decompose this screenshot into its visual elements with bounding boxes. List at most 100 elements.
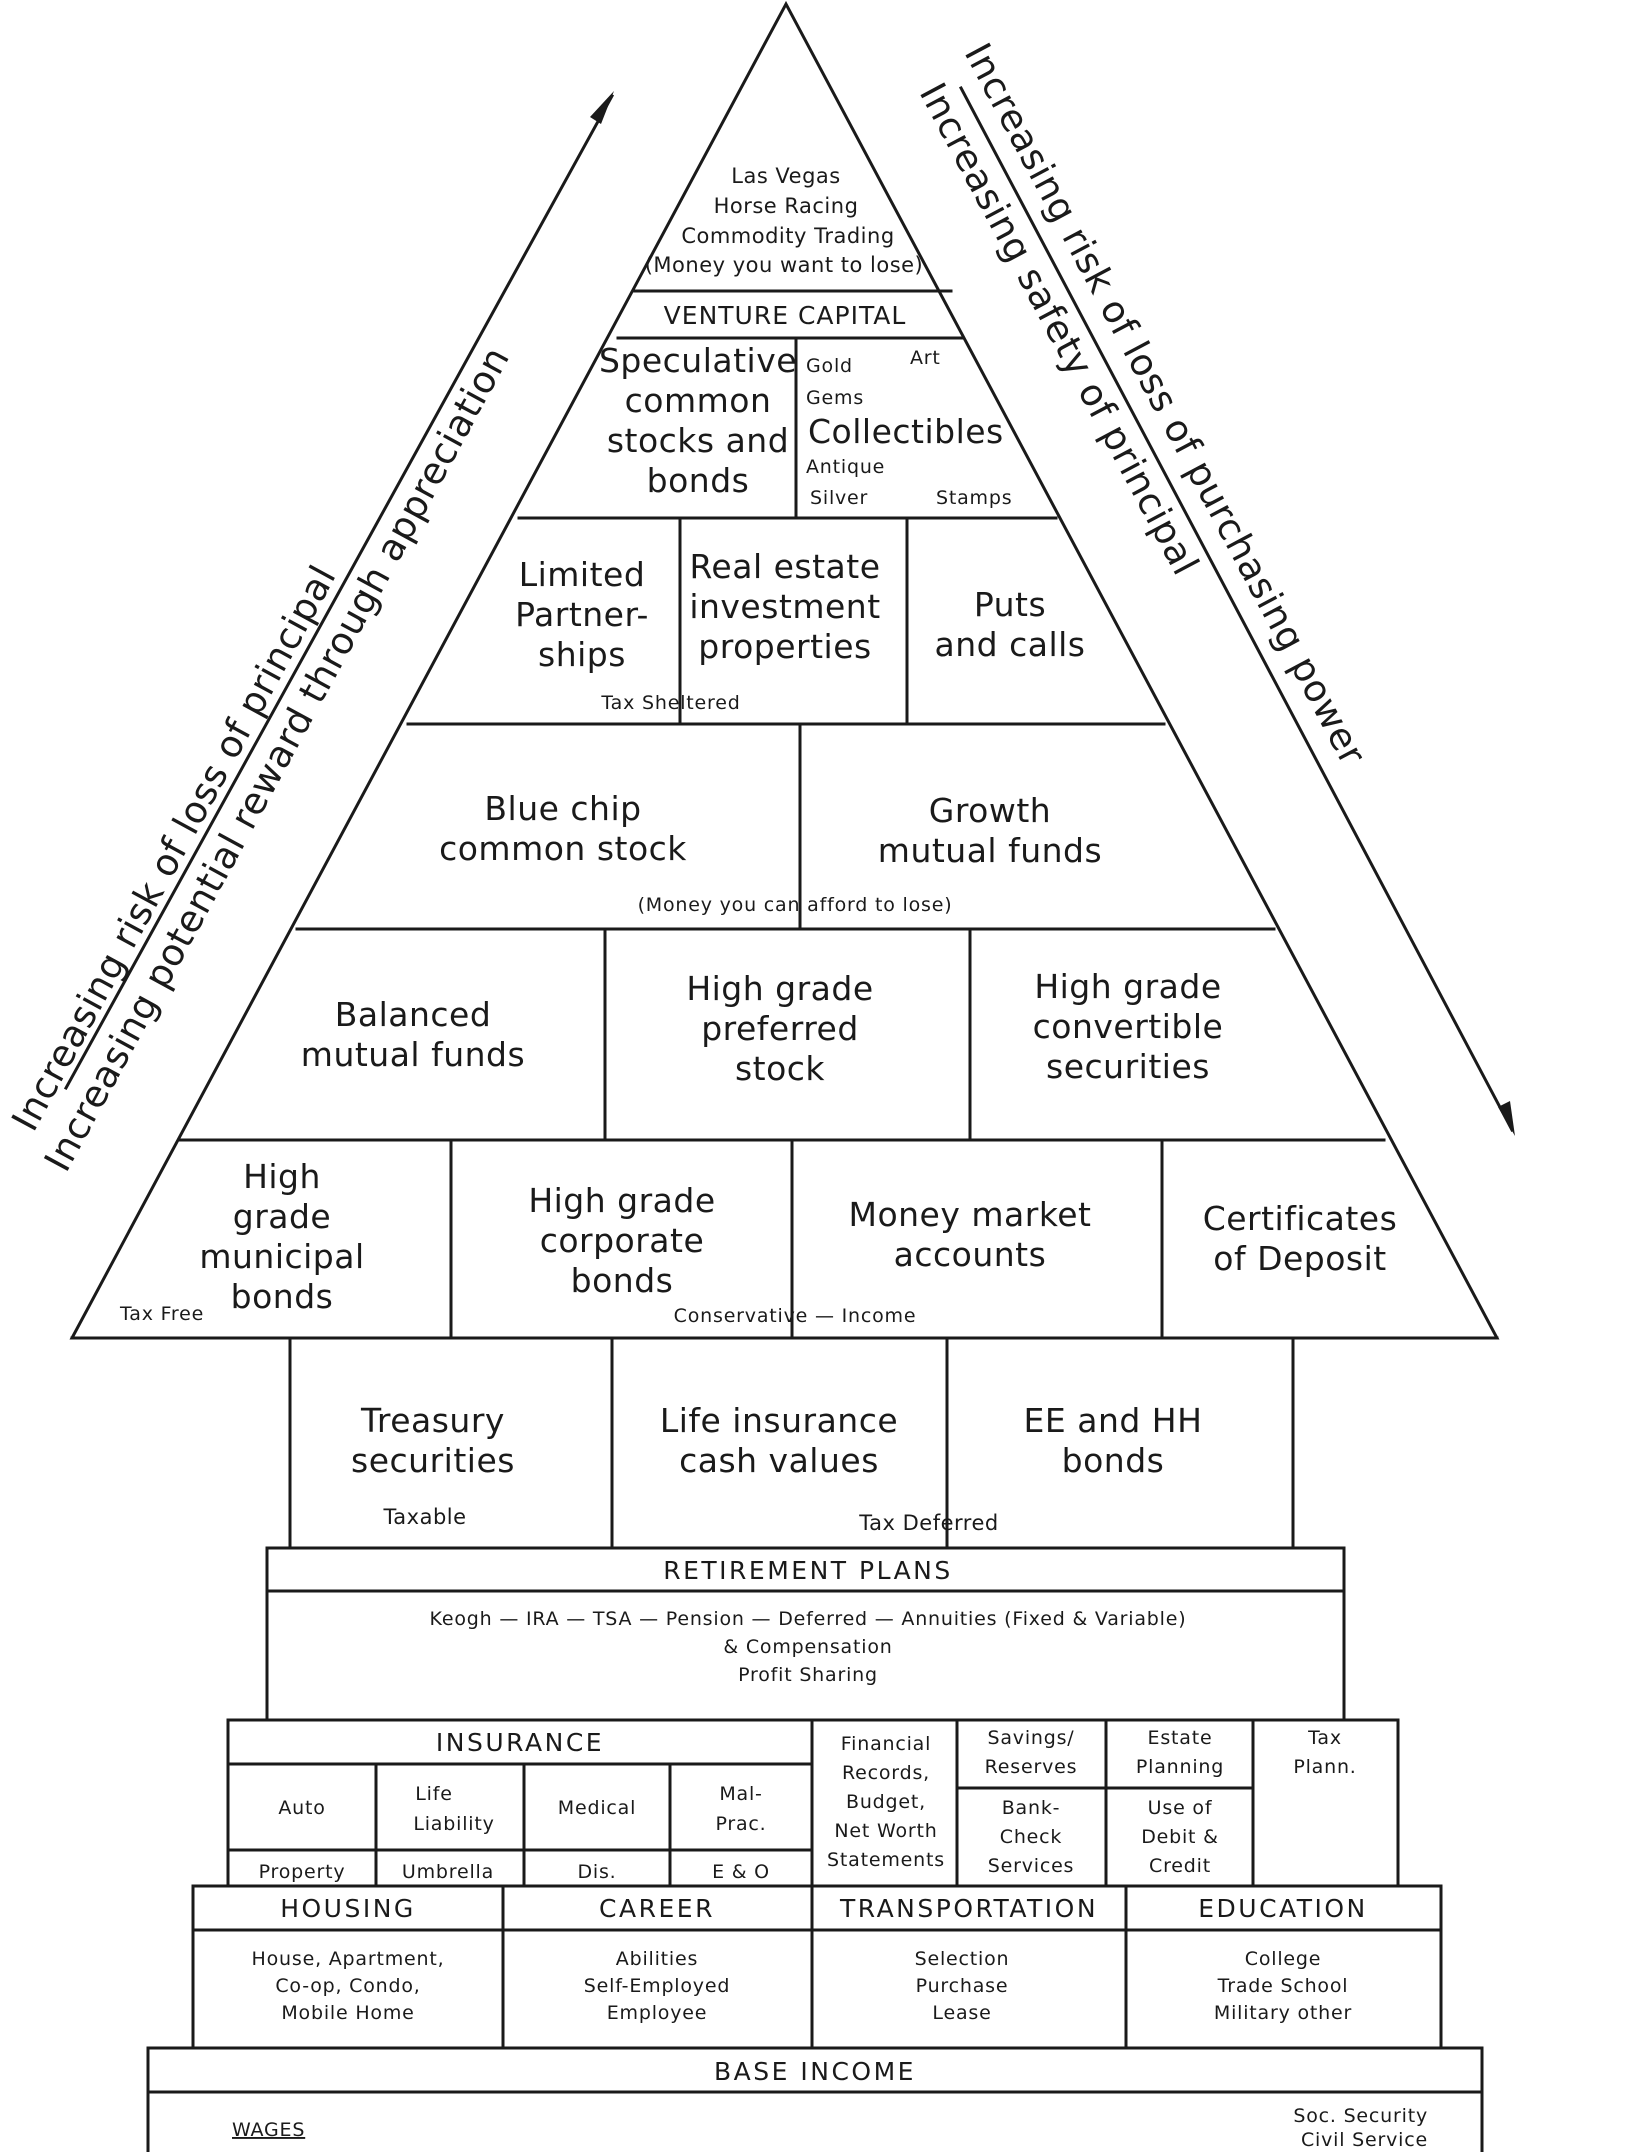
preferred-stock-line: stock xyxy=(735,1049,825,1088)
limited-partnerships-line: ships xyxy=(538,635,626,674)
venture-capital-label: VENTURE CAPITAL xyxy=(664,301,907,330)
estate-line: Estate xyxy=(1148,1727,1213,1749)
career-title: CAREER xyxy=(599,1894,715,1923)
tax-planning-line: Plann. xyxy=(1293,1756,1356,1778)
convertible-line: convertible xyxy=(1033,1007,1224,1046)
money-market-line: accounts xyxy=(894,1235,1047,1274)
career-line: Abilities xyxy=(616,1948,698,1970)
puts-calls-line: and calls xyxy=(935,625,1086,664)
taxable-note: Taxable xyxy=(382,1505,466,1529)
cds-line: Certificates xyxy=(1203,1199,1398,1238)
right-arrowhead xyxy=(1498,1101,1515,1136)
treasury-line: securities xyxy=(351,1441,515,1480)
real-estate-line: Real estate xyxy=(689,547,880,586)
afford-to-lose-note: (Money you can afford to lose) xyxy=(638,894,953,916)
blue-chip-line: common stock xyxy=(439,829,687,868)
corporate-bonds-line: High grade xyxy=(528,1181,715,1220)
retirement-line: Keogh — IRA — TSA — Pension — Deferred —… xyxy=(430,1608,1187,1630)
bank-check-line: Bank- xyxy=(1002,1797,1061,1819)
base-income-title: BASE INCOME xyxy=(714,2057,916,2086)
financial-records-line: Financial xyxy=(841,1733,931,1755)
speculative-line: stocks and xyxy=(607,421,789,460)
preferred-stock-line: preferred xyxy=(701,1009,859,1048)
transportation-title: TRANSPORTATION xyxy=(839,1894,1098,1923)
apex-line: Commodity Trading xyxy=(681,224,894,248)
balanced-funds-line: Balanced xyxy=(335,995,492,1034)
civil-service-label: Civil Service xyxy=(1301,2129,1428,2151)
insurance-row: INSURANCE Auto Life Liability Medical Ma… xyxy=(226,1718,1400,1888)
financial-records-line: Records, xyxy=(842,1762,930,1784)
transportation-line: Selection xyxy=(915,1948,1010,1970)
insurance-liability: Liability xyxy=(413,1813,494,1835)
debit-credit-line: Debit & xyxy=(1141,1826,1219,1848)
left-arrowhead xyxy=(590,91,614,124)
education-title: EDUCATION xyxy=(1198,1894,1368,1923)
tier-safe: Treasury securities Taxable Life insuran… xyxy=(288,1336,1295,1550)
insurance-mal: Mal- xyxy=(719,1783,762,1805)
corporate-bonds-line: bonds xyxy=(571,1261,674,1300)
housing-line: Co-op, Condo, xyxy=(275,1975,420,1997)
education-line: Trade School xyxy=(1217,1975,1349,1997)
collectibles-silver: Silver xyxy=(810,487,868,509)
municipal-bonds-line: bonds xyxy=(231,1277,334,1316)
debit-credit-line: Use of xyxy=(1148,1797,1213,1819)
insurance-prac: Prac. xyxy=(715,1813,766,1835)
bank-check-line: Services xyxy=(988,1855,1075,1877)
insurance-medical: Medical xyxy=(558,1797,636,1819)
growth-funds-line: Growth xyxy=(929,791,1051,830)
education-line: College xyxy=(1245,1948,1322,1970)
financial-records-line: Statements xyxy=(827,1849,945,1871)
transportation-line: Lease xyxy=(932,2002,991,2024)
insurance-eo: E & O xyxy=(712,1861,770,1883)
apex-line: Las Vegas xyxy=(731,164,840,188)
treasury-line: Treasury xyxy=(360,1401,505,1440)
insurance-auto: Auto xyxy=(278,1797,325,1819)
apex-line: (Money you want to lose) xyxy=(645,253,924,277)
cds-line: of Deposit xyxy=(1213,1239,1386,1278)
collectibles-art: Art xyxy=(910,347,941,369)
foundation-row: HOUSING House, Apartment, Co-op, Condo, … xyxy=(191,1884,1443,2050)
transportation-line: Purchase xyxy=(916,1975,1009,1997)
ee-hh-line: EE and HH xyxy=(1024,1401,1203,1440)
left-arrow xyxy=(63,91,615,1091)
tax-deferred-note: Tax Deferred xyxy=(858,1511,998,1535)
limited-partnerships-line: Partner- xyxy=(515,595,649,634)
career-line: Employee xyxy=(607,2002,708,2024)
housing-title: HOUSING xyxy=(280,1894,416,1923)
career-line: Self-Employed xyxy=(584,1975,730,1997)
conservative-income-note: Conservative — Income xyxy=(674,1305,917,1327)
insurance-life: Life xyxy=(415,1783,452,1805)
wages-label: WAGES xyxy=(232,2119,305,2141)
municipal-bonds-line: High xyxy=(243,1157,321,1196)
apex-line: Horse Racing xyxy=(714,194,859,218)
savings-line: Savings/ xyxy=(987,1727,1074,1749)
puts-calls-line: Puts xyxy=(974,585,1046,624)
life-insurance-line: cash values xyxy=(679,1441,879,1480)
tax-planning-line: Tax xyxy=(1307,1727,1342,1749)
retirement-plans-block: RETIREMENT PLANS Keogh — IRA — TSA — Pen… xyxy=(265,1546,1346,1722)
convertible-line: securities xyxy=(1046,1047,1210,1086)
retirement-line: & Compensation xyxy=(723,1636,892,1658)
pyramid: Las Vegas Horse Racing Commodity Trading… xyxy=(69,0,1500,1340)
real-estate-line: properties xyxy=(698,627,871,666)
collectibles-stamps: Stamps xyxy=(936,487,1012,509)
collectibles-title: Collectibles xyxy=(808,412,1004,451)
convertible-line: High grade xyxy=(1034,967,1221,1006)
growth-funds-line: mutual funds xyxy=(878,831,1102,870)
tax-sheltered-note: Tax Sheltered xyxy=(600,692,740,714)
soc-security-label: Soc. Security xyxy=(1293,2105,1428,2127)
municipal-bonds-line: grade xyxy=(233,1197,332,1236)
life-insurance-line: Life insurance xyxy=(660,1401,898,1440)
tax-free-note: Tax Free xyxy=(119,1303,204,1325)
insurance-dis: Dis. xyxy=(577,1861,616,1883)
speculative-line: common xyxy=(625,381,772,420)
estate-line: Planning xyxy=(1136,1756,1224,1778)
bank-check-line: Check xyxy=(1000,1826,1062,1848)
debit-credit-line: Credit xyxy=(1149,1855,1211,1877)
financial-records-line: Budget, xyxy=(846,1791,926,1813)
collectibles-gems: Gems xyxy=(806,387,864,409)
blue-chip-line: Blue chip xyxy=(484,789,641,828)
speculative-line: bonds xyxy=(647,461,750,500)
corporate-bonds-line: corporate xyxy=(540,1221,705,1260)
